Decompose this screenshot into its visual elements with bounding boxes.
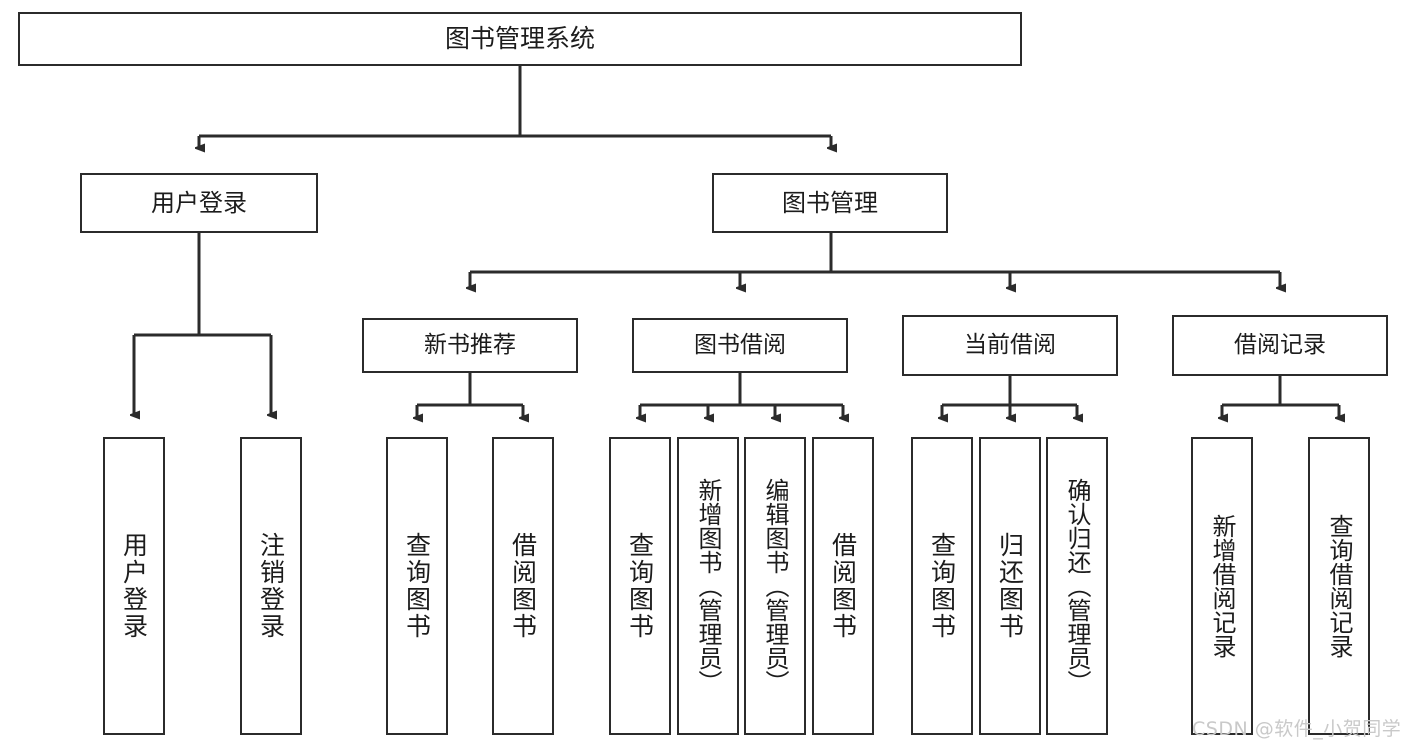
leaf-book-borrow-borrow-book[interactable]: 借阅图书 (812, 437, 874, 735)
leaf-current-borrow-confirm-return-label: 确认归还（管理员） (1063, 478, 1091, 694)
leaf-current-borrow-return-book[interactable]: 归还图书 (979, 437, 1041, 735)
leaf-new-book-query-book[interactable]: 查询图书 (386, 437, 448, 735)
node-root-system[interactable]: 图书管理系统 (18, 12, 1022, 66)
leaf-book-borrow-query-book[interactable]: 查询图书 (609, 437, 671, 735)
leaf-book-borrow-edit-book-label: 编辑图书（管理员） (761, 478, 789, 694)
leaf-new-book-borrow-book-label: 借阅图书 (508, 532, 538, 640)
leaf-current-borrow-confirm-return[interactable]: 确认归还（管理员） (1046, 437, 1108, 735)
node-current-borrow[interactable]: 当前借阅 (902, 315, 1118, 376)
node-root-system-label: 图书管理系统 (444, 24, 595, 54)
leaf-user-login-login[interactable]: 用户登录 (103, 437, 165, 735)
leaf-book-borrow-add-book-label: 新增图书（管理员） (694, 478, 722, 694)
leaf-borrow-record-add-label: 新增借阅记录 (1208, 514, 1236, 658)
node-borrow-record-label: 借阅记录 (1234, 331, 1326, 358)
node-borrow-record[interactable]: 借阅记录 (1172, 315, 1388, 376)
leaf-borrow-record-query[interactable]: 查询借阅记录 (1308, 437, 1370, 735)
node-book-manage-label: 图书管理 (782, 188, 878, 217)
leaf-borrow-record-add[interactable]: 新增借阅记录 (1191, 437, 1253, 735)
leaf-user-login-logout[interactable]: 注销登录 (240, 437, 302, 735)
node-new-book-recommend[interactable]: 新书推荐 (362, 318, 578, 373)
leaf-user-login-logout-label: 注销登录 (256, 532, 286, 640)
leaf-book-borrow-borrow-book-label: 借阅图书 (828, 532, 858, 640)
node-book-manage[interactable]: 图书管理 (712, 173, 948, 233)
node-user-login[interactable]: 用户登录 (80, 173, 318, 233)
leaf-new-book-borrow-book[interactable]: 借阅图书 (492, 437, 554, 735)
leaf-book-borrow-edit-book[interactable]: 编辑图书（管理员） (744, 437, 806, 735)
leaf-current-borrow-query-book-label: 查询图书 (927, 532, 957, 640)
node-new-book-recommend-label: 新书推荐 (424, 331, 516, 358)
leaf-current-borrow-query-book[interactable]: 查询图书 (911, 437, 973, 735)
node-book-borrow[interactable]: 图书借阅 (632, 318, 848, 373)
leaf-new-book-query-book-label: 查询图书 (402, 532, 432, 640)
leaf-current-borrow-return-book-label: 归还图书 (995, 532, 1025, 640)
csdn-watermark: CSDN @软件_小贺同学 (1192, 718, 1402, 740)
node-current-borrow-label: 当前借阅 (964, 331, 1056, 358)
leaf-borrow-record-query-label: 查询借阅记录 (1325, 514, 1353, 658)
node-book-borrow-label: 图书借阅 (694, 331, 786, 358)
leaf-book-borrow-add-book[interactable]: 新增图书（管理员） (677, 437, 739, 735)
node-user-login-label: 用户登录 (151, 188, 247, 217)
leaf-user-login-login-label: 用户登录 (119, 532, 149, 640)
leaf-book-borrow-query-book-label: 查询图书 (625, 532, 655, 640)
